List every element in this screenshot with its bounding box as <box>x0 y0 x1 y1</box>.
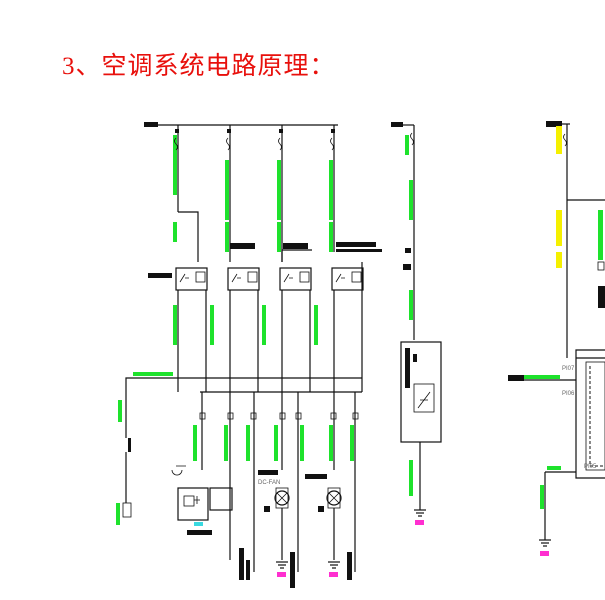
fuse-branch-2 <box>225 125 231 262</box>
blower-motor <box>177 487 212 535</box>
relay-2 <box>227 267 260 291</box>
pressure-switch <box>400 341 442 443</box>
fuse-branch-4 <box>329 125 335 240</box>
relay-1 <box>175 267 208 291</box>
relay-tag-4 <box>336 242 376 247</box>
svg-text:DC-FAN: DC-FAN <box>258 480 280 486</box>
pressure-switch-block <box>391 122 442 525</box>
pin-label-a: PI07 <box>562 366 575 372</box>
relay-tag-2 <box>230 243 255 249</box>
fuse-branch-3 <box>277 125 283 262</box>
relay-4 <box>331 267 364 291</box>
condenser-fan-2 <box>305 474 342 512</box>
ground-symbol-4 <box>539 539 551 556</box>
power-source-tag <box>144 122 158 127</box>
ground-symbol-3 <box>414 509 426 525</box>
relay-bank-block: DC-FAN <box>116 122 382 588</box>
pin-label-c: PI05 <box>584 464 597 470</box>
ground-symbol-1 <box>276 561 288 577</box>
fuse-branch-1 <box>173 125 179 212</box>
control-panel-block: PI07 PI06 PI05 <box>508 121 605 556</box>
condenser-fan-1 <box>258 470 290 512</box>
relay-tag-1 <box>148 273 172 278</box>
pin-label-b: PI06 <box>562 391 575 397</box>
page-title: 3、空调系统电路原理： <box>62 53 336 80</box>
relay-tag-3 <box>283 243 308 249</box>
ground-symbol-2 <box>328 561 340 577</box>
relay-3 <box>279 267 312 291</box>
